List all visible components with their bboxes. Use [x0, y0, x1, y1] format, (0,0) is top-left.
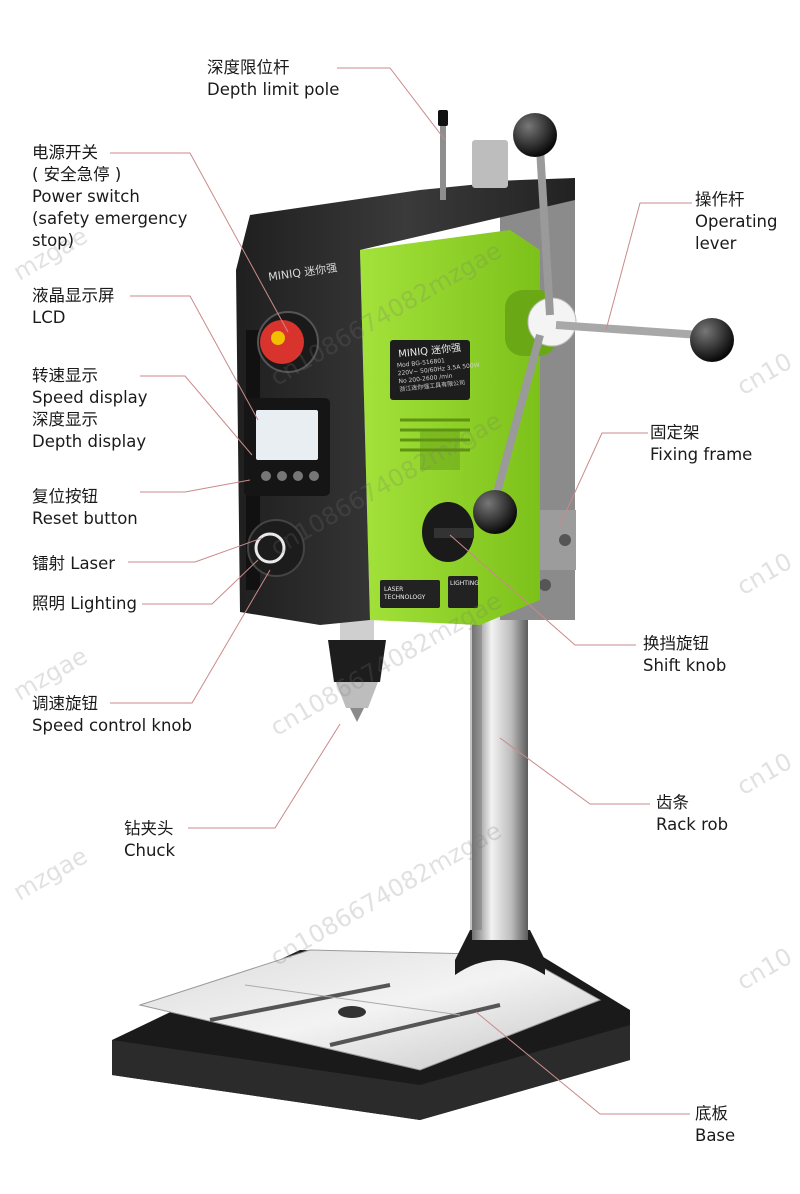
label-zh: 齿条: [656, 793, 689, 812]
label-en: Reset button: [32, 509, 138, 528]
base-plate: [112, 949, 630, 1120]
label-power-switch: 电源开关 ( 安全急停 ) Power switch (safety emerg…: [32, 142, 187, 252]
label-speed-control-knob: 调速旋钮 Speed control knob: [32, 693, 192, 737]
label-zh: 调速旋钮: [32, 694, 98, 713]
chuck: [328, 620, 386, 722]
label-en-sub2: stop): [32, 231, 75, 250]
lighting-badge: LIGHTING: [450, 580, 479, 587]
label-zh-sub: ( 安全急停 ): [32, 165, 122, 184]
leader-lines: [110, 67, 692, 1115]
label-speed-depth-display: 转速显示 Speed display 深度显示 Depth display: [32, 365, 148, 453]
label-zh-depth: 深度显示: [32, 410, 98, 429]
label-depth-limit-pole: 深度限位杆 Depth limit pole: [207, 57, 339, 101]
label-en: Chuck: [124, 841, 176, 860]
label-lighting: 照明 Lighting: [32, 593, 137, 615]
label-zh: 操作杆: [695, 190, 745, 209]
column: [455, 600, 545, 975]
label-text: 照明 Lighting: [32, 594, 137, 613]
label-en: Shift knob: [643, 656, 727, 675]
label-operating-lever: 操作杆 Operating lever: [695, 189, 778, 255]
depth-limit-pole: [438, 110, 508, 200]
label-en: Operating: [695, 212, 778, 231]
label-base: 底板 Base: [695, 1103, 735, 1147]
label-en-sub: (safety emergency: [32, 209, 188, 228]
label-en: Power switch: [32, 187, 140, 206]
label-zh: 电源开关: [32, 143, 98, 162]
label-zh: 钻夹头: [124, 819, 174, 838]
label-text: 镭射 Laser: [32, 554, 116, 573]
label-zh: 固定架: [650, 423, 700, 442]
label-laser: 镭射 Laser: [32, 553, 115, 575]
label-en: Fixing frame: [650, 445, 753, 464]
label-rack-rob: 齿条 Rack rob: [656, 792, 728, 836]
label-chuck: 钻夹头 Chuck: [124, 818, 175, 862]
shift-knob: [422, 502, 474, 562]
label-shift-knob: 换挡旋钮 Shift knob: [643, 633, 726, 677]
label-en: LCD: [32, 308, 66, 327]
lcd: [244, 398, 330, 496]
label-lcd: 液晶显示屏 LCD: [32, 285, 115, 329]
label-zh: 液晶显示屏: [32, 286, 115, 305]
label-en: Depth limit pole: [207, 80, 340, 99]
laser-badge: LASER TECHNOLOGY: [384, 586, 426, 601]
label-fixing-frame: 固定架 Fixing frame: [650, 422, 752, 466]
power-switch: [257, 311, 319, 373]
operating-lever: [473, 113, 734, 534]
label-reset-button: 复位按钮 Reset button: [32, 486, 138, 530]
label-zh: 复位按钮: [32, 487, 98, 506]
label-en-sub: lever: [695, 234, 737, 253]
label-zh: 底板: [695, 1104, 728, 1123]
label-en: Rack rob: [656, 815, 729, 834]
label-en: Speed display: [32, 388, 148, 407]
label-zh: 换挡旋钮: [643, 634, 709, 653]
label-en-depth: Depth display: [32, 432, 147, 451]
label-en: Speed control knob: [32, 716, 192, 735]
label-zh: 深度限位杆: [207, 58, 290, 77]
speed-control-knob: [247, 519, 305, 577]
label-en: Base: [695, 1126, 736, 1145]
label-zh: 转速显示: [32, 366, 98, 385]
